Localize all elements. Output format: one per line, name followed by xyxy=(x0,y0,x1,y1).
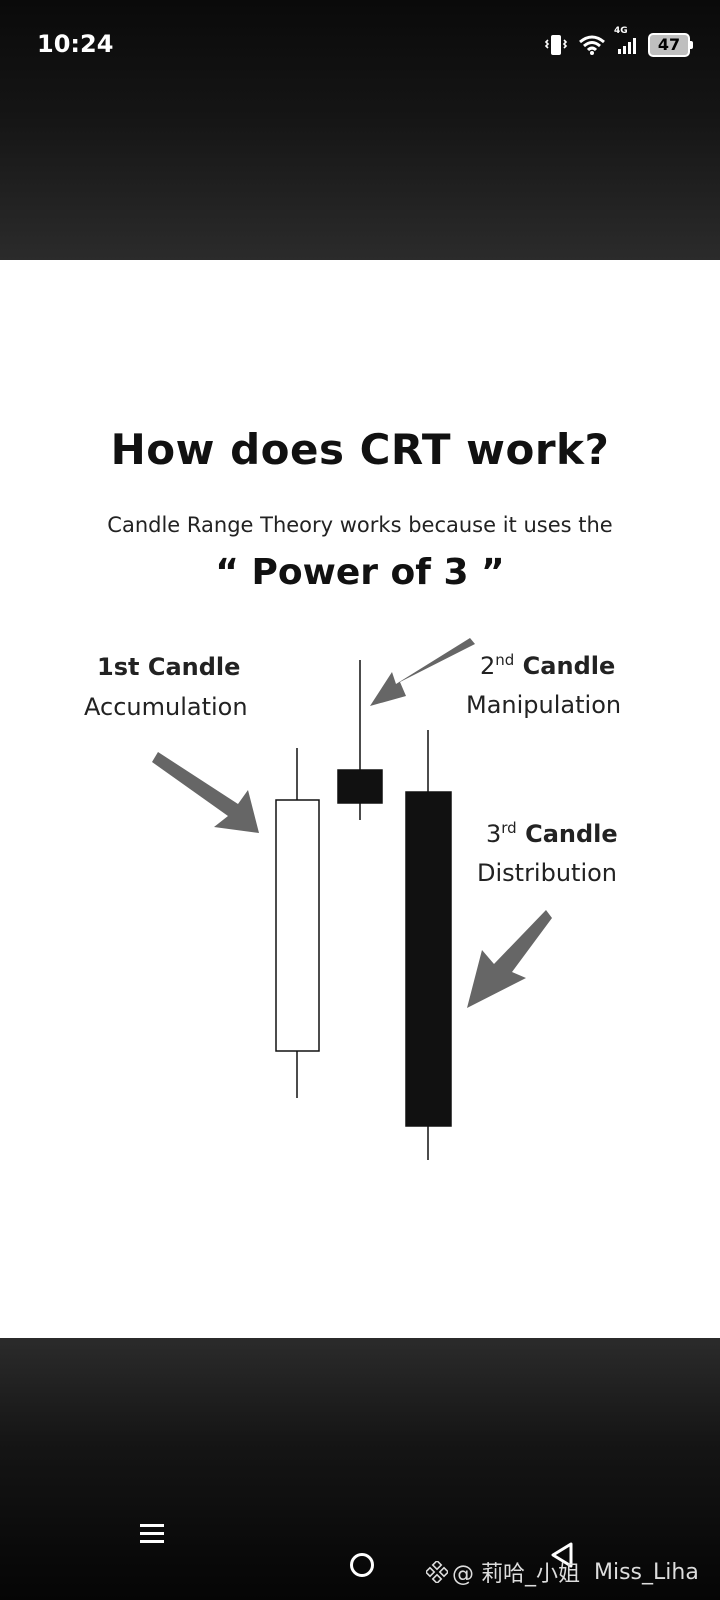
watermark-name: Miss_Liha xyxy=(594,1559,699,1585)
candle-2-word: Candle xyxy=(522,652,616,680)
status-icons: 4G 47 xyxy=(544,26,693,57)
candle-1-number: 1 xyxy=(97,653,114,681)
binance-logo-icon xyxy=(426,1561,448,1583)
top-background xyxy=(0,0,720,260)
battery-level: 47 xyxy=(657,35,681,54)
candle-2-body xyxy=(337,769,383,804)
network-type: 4G xyxy=(614,26,628,36)
back-icon[interactable] xyxy=(550,1542,574,1568)
candle-1-body xyxy=(275,799,320,1052)
candle-3-phase: Distribution xyxy=(477,859,618,887)
arrow-to-candle-3 xyxy=(467,910,552,1008)
candle-3-body xyxy=(405,791,452,1127)
arrow-to-candle-1 xyxy=(152,752,259,833)
candlestick-drawing xyxy=(152,638,552,1160)
candle-1-heading: 1st Candle xyxy=(97,653,240,681)
cellular-signal-icon: 4G xyxy=(614,26,638,56)
graphic-subtitle: Candle Range Theory works because it use… xyxy=(107,513,613,537)
candle-2-heading: 2nd Candle xyxy=(480,651,615,680)
graphic-title: How does CRT work? xyxy=(110,425,610,474)
candle-1-word: Candle xyxy=(147,653,241,681)
crt-infographic: How does CRT work? Candle Range Theory w… xyxy=(0,260,720,1338)
candle-1-phase: Accumulation xyxy=(84,693,248,721)
home-icon[interactable] xyxy=(350,1553,374,1577)
battery-icon: 47 xyxy=(648,33,693,57)
candle-3-suffix: rd xyxy=(501,819,517,837)
watermark: @ 莉哈_小姐 Miss_Liha xyxy=(426,1556,699,1588)
wifi-icon xyxy=(579,35,605,55)
candle-2-suffix: nd xyxy=(495,651,515,669)
power-of-3-text: “ Power of 3 ” xyxy=(215,552,505,593)
candle-3-heading: 3rd Candle xyxy=(486,819,618,848)
menu-icon[interactable] xyxy=(140,1522,164,1546)
status-time: 10:24 xyxy=(37,30,114,58)
candle-3-number: 3 xyxy=(486,820,502,848)
vibrate-icon xyxy=(544,35,568,55)
candle-1-suffix: st xyxy=(113,653,140,681)
candle-2-phase: Manipulation xyxy=(466,691,622,719)
candle-3-word: Candle xyxy=(525,820,618,848)
candle-2-number: 2 xyxy=(480,652,496,680)
watermark-handle: @ 莉哈_小姐 xyxy=(452,1562,580,1587)
arrow-to-candle-2 xyxy=(370,638,475,706)
